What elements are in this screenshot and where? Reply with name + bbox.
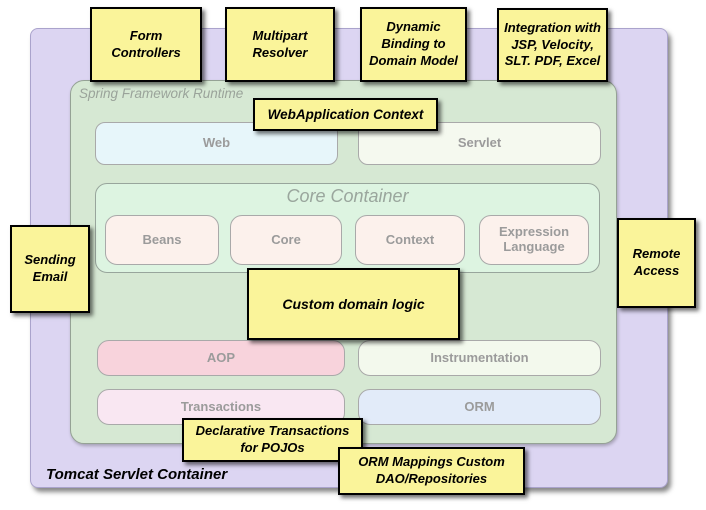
note-form-controllers: Form Controllers (90, 7, 202, 82)
module-context: Context (355, 215, 465, 265)
note-custom-domain-logic: Custom domain logic (247, 268, 460, 340)
spring-framework-runtime-label: Spring Framework Runtime (79, 86, 244, 101)
module-orm: ORM (358, 389, 601, 425)
module-aop: AOP (97, 340, 345, 376)
note-integration: Integration with JSP, Velocity, SLT. PDF… (497, 8, 608, 82)
module-expression-language: Expression Language (479, 215, 589, 265)
note-remote-access: Remote Access (617, 218, 696, 308)
note-multipart-resolver: Multipart Resolver (225, 7, 335, 82)
module-instrumentation: Instrumentation (358, 340, 601, 376)
core-container-title: Core Container (286, 186, 409, 206)
module-servlet: Servlet (358, 122, 601, 165)
note-orm-mappings: ORM Mappings Custom DAO/Repositories (338, 447, 525, 495)
note-declarative-transactions: Declarative Transactions for POJOs (182, 418, 363, 462)
tomcat-servlet-container-label: Tomcat Servlet Container (46, 466, 228, 483)
note-sending-email: Sending Email (10, 225, 90, 313)
module-beans: Beans (105, 215, 219, 265)
note-dynamic-binding: Dynamic Binding to Domain Model (360, 7, 467, 82)
module-core: Core (230, 215, 342, 265)
note-webapplication-context: WebApplication Context (253, 98, 438, 131)
